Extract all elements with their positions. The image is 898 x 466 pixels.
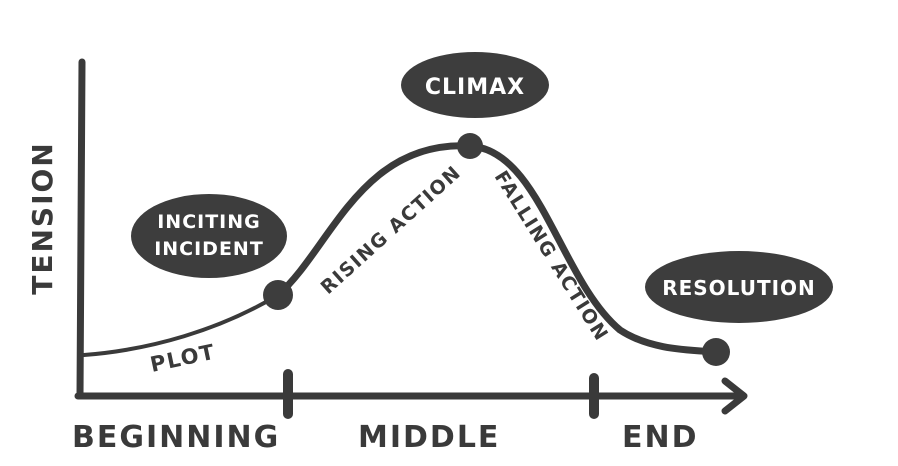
- y-axis-label: TENSION: [26, 141, 59, 294]
- plot-curve-main: [274, 142, 720, 356]
- resolution-bubble: [645, 251, 833, 323]
- section-label-beginning: BEGINNING: [72, 420, 280, 455]
- curve-label-falling-action: FALLING ACTION: [490, 167, 613, 345]
- y-axis: [76, 58, 86, 400]
- section-label-middle: MIDDLE: [358, 420, 500, 455]
- x-axis-arrowhead: [721, 377, 748, 415]
- resolution-label: RESOLUTION: [662, 276, 816, 300]
- section-label-end: END: [622, 420, 699, 455]
- inciting-incident-label-line1: INCITING: [157, 211, 261, 233]
- plot-curve-start: [82, 293, 280, 357]
- inciting-incident-bubble: [131, 194, 287, 278]
- resolution-dot: [702, 338, 730, 366]
- climax-bubble: [401, 52, 549, 118]
- curve-label-rising-action: RISING ACTION: [317, 161, 466, 298]
- inciting-incident-label-line2: INCIDENT: [154, 238, 264, 260]
- climax-dot: [457, 133, 483, 159]
- climax-label: CLIMAX: [425, 75, 525, 100]
- inciting-incident-dot: [263, 280, 293, 310]
